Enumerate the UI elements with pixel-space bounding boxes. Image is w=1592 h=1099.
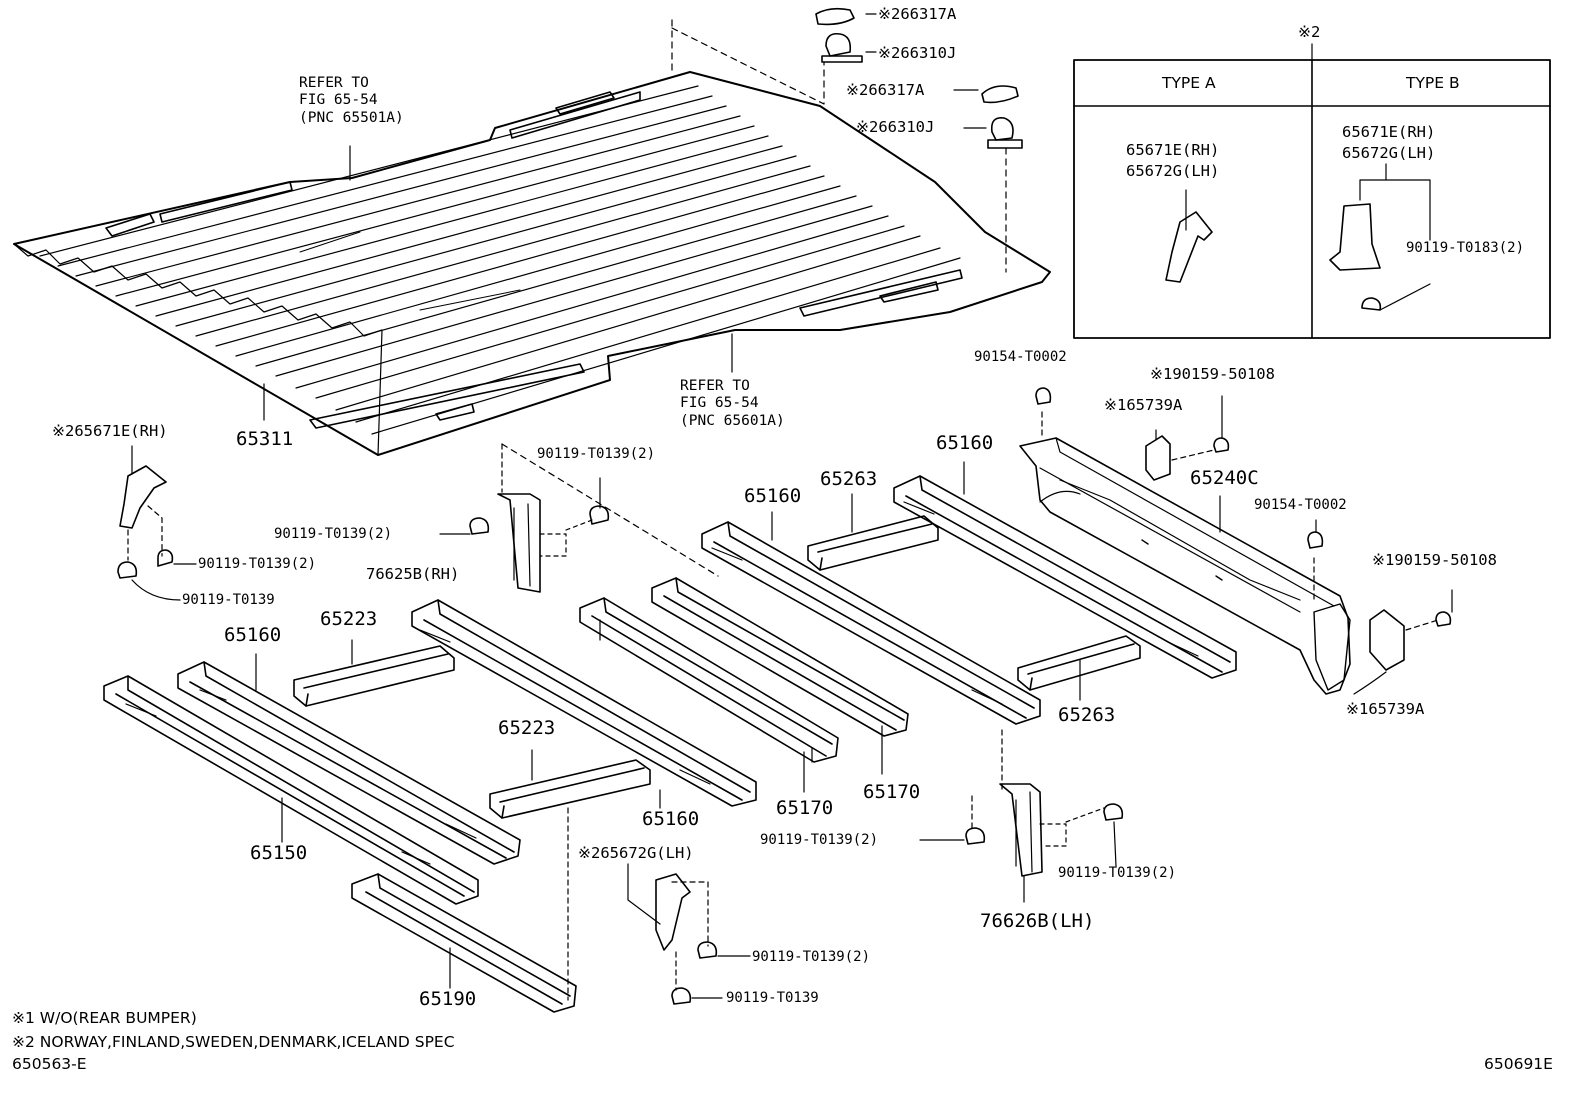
bolt-label: 90119-T0139 xyxy=(726,990,819,1006)
inset-b-bolt: 90119-T0183(2) xyxy=(1406,240,1525,256)
callout-66310J-mid: ※266310J xyxy=(856,118,935,136)
inset-a-lh: 65672G(LH) xyxy=(1126,162,1220,180)
refer-line: REFER TO xyxy=(299,75,369,91)
crossmember-65223-b xyxy=(489,749,651,819)
bolt-label: 90119-T0139(2) xyxy=(760,832,879,848)
inset-mark: ※2 xyxy=(1298,23,1321,41)
refer-line: FIG 65-54 xyxy=(680,395,759,412)
sill-65190 xyxy=(351,807,577,1013)
callout-90159-a: ※190159-50108 xyxy=(1150,365,1275,383)
nut-label: 90154-T0002 xyxy=(1254,497,1347,513)
sill-65170-b xyxy=(651,577,909,775)
part-65160-a: 65160 xyxy=(224,624,282,646)
sill-65160-c xyxy=(701,511,1041,791)
part-65150: 65150 xyxy=(250,842,308,864)
inset-a-rh: 65671E(RH) xyxy=(1126,141,1220,159)
nut-label: 90154-T0002 xyxy=(974,349,1067,365)
refer-note-top: REFER TO FIG 65-54 (PNC 65501A) xyxy=(299,75,404,127)
part-65160-c: 65160 xyxy=(744,485,802,507)
inset-b-lh: 65672G(LH) xyxy=(1342,144,1436,162)
footnote-1: ※1 W/O(REAR BUMPER) xyxy=(12,1009,197,1027)
sill-65160-d xyxy=(893,461,1237,679)
bracket-76626B xyxy=(919,783,1124,903)
code-right: 650691E xyxy=(1484,1055,1553,1073)
inset-type-b: TYPE B xyxy=(1406,74,1460,92)
bracket-65672G xyxy=(627,863,751,1005)
footnote-2: ※2 NORWAY,FINLAND,SWEDEN,DENMARK,ICELAND… xyxy=(12,1033,455,1051)
callout-66317A-mid: ※266317A xyxy=(846,81,925,99)
bolt-label: 90119-T0139(2) xyxy=(752,949,871,965)
bolt-label: 90119-T0139(2) xyxy=(198,556,317,572)
callout-65672G: ※265672G(LH) xyxy=(578,844,694,862)
inset-box xyxy=(1073,43,1551,339)
refer-line: FIG 65-54 xyxy=(299,92,378,109)
part-65311: 65311 xyxy=(236,428,294,450)
refer-line: (PNC 65601A) xyxy=(680,412,785,429)
tie-down-hooks xyxy=(815,7,1023,149)
leader-dash-top xyxy=(671,19,825,105)
part-76625B: 76625B(RH) xyxy=(366,565,460,583)
part-65170-b: 65170 xyxy=(863,781,921,803)
callout-65671E: ※265671E(RH) xyxy=(52,422,168,440)
part-65160-d: 65160 xyxy=(936,432,994,454)
floor-panel-65311 xyxy=(13,71,1051,456)
part-65160-b: 65160 xyxy=(642,808,700,830)
bolt-label: 90119-T0139 xyxy=(182,592,275,608)
bolt-label: 90119-T0139(2) xyxy=(274,526,393,542)
part-65223-a: 65223 xyxy=(320,608,378,630)
pad-65739A-b xyxy=(1353,589,1453,695)
sill-65160-b xyxy=(411,599,757,809)
bolt-label: 90119-T0139(2) xyxy=(537,446,656,462)
sill-65160-a xyxy=(177,653,521,865)
part-65170-a: 65170 xyxy=(776,797,834,819)
rear-crossmember-65240C xyxy=(1019,387,1351,695)
refer-line: (PNC 65501A) xyxy=(299,109,404,126)
inset-type-a: TYPE A xyxy=(1162,74,1216,92)
crossmember-65223-a xyxy=(293,639,455,707)
part-65263-b: 65263 xyxy=(1058,704,1116,726)
bracket-76625B xyxy=(439,443,719,593)
part-65223-b: 65223 xyxy=(498,717,556,739)
part-76626B: 76626B(LH) xyxy=(980,910,1095,932)
callout-66317A-top: ※266317A xyxy=(878,5,957,23)
sill-65170-a xyxy=(579,597,839,793)
crossmember-65263-a xyxy=(807,493,939,571)
callout-65739A-a: ※165739A xyxy=(1104,396,1183,414)
part-65240C: 65240C xyxy=(1190,467,1259,489)
sill-65150 xyxy=(103,675,479,905)
refer-line: REFER TO xyxy=(680,378,750,394)
part-65263-a: 65263 xyxy=(820,468,878,490)
part-65190: 65190 xyxy=(419,988,477,1010)
callout-90159-b: ※190159-50108 xyxy=(1372,551,1497,569)
code-left: 650563-E xyxy=(12,1055,87,1073)
inset-b-rh: 65671E(RH) xyxy=(1342,123,1436,141)
pad-65739A-a xyxy=(1145,395,1230,481)
callout-65739A-b: ※165739A xyxy=(1346,700,1425,718)
callout-66310J-top: ※266310J xyxy=(878,44,957,62)
bolt-label: 90119-T0139(2) xyxy=(1058,865,1177,881)
refer-note-bottom: REFER TO FIG 65-54 (PNC 65601A) xyxy=(680,378,785,430)
crossmember-65263-b xyxy=(1017,635,1141,701)
bracket-65671E xyxy=(117,445,197,601)
